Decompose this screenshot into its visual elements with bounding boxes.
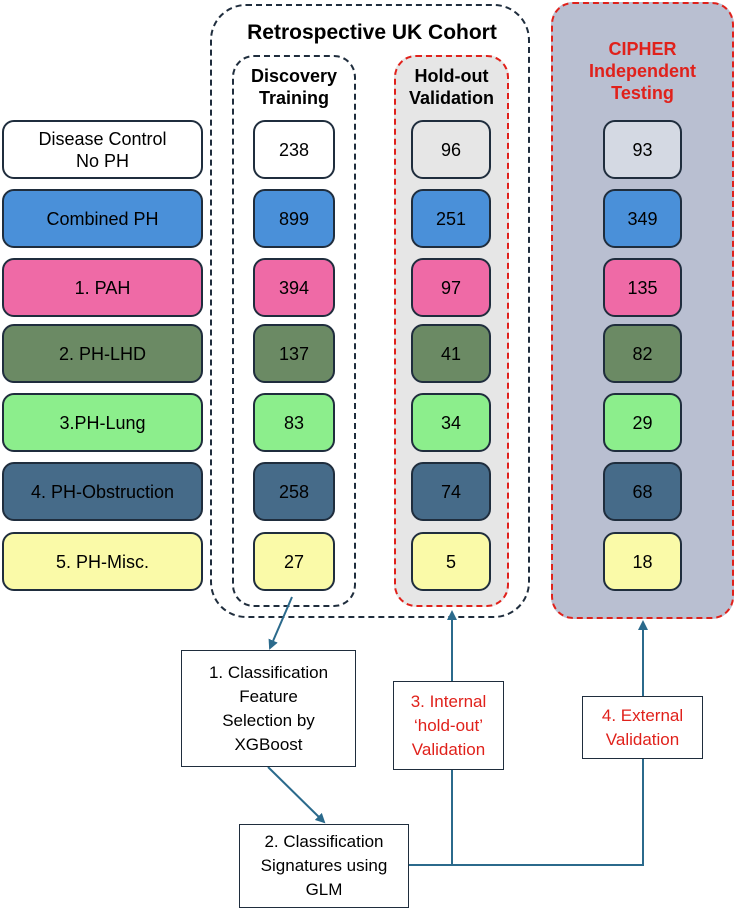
category-label: 2. PH-LHD xyxy=(2,324,203,383)
arrow-step1-to-step2 xyxy=(267,766,326,824)
discovery-count: 258 xyxy=(253,462,335,521)
holdout-count: 5 xyxy=(411,532,491,591)
discovery-count: 137 xyxy=(253,324,335,383)
holdout-count: 41 xyxy=(411,324,491,383)
cipher-count: 29 xyxy=(603,393,682,452)
holdout-count: 74 xyxy=(411,462,491,521)
discovery-count: 83 xyxy=(253,393,335,452)
cipher-count: 82 xyxy=(603,324,682,383)
category-label: Disease Control No PH xyxy=(2,120,203,179)
cipher-title: CIPHER Independent Testing xyxy=(589,39,696,103)
step-feature-selection: 1. Classification Feature Selection by X… xyxy=(181,650,356,767)
holdout-title: Hold-out Validation xyxy=(408,66,495,108)
holdout-count: 34 xyxy=(411,393,491,452)
holdout-count: 96 xyxy=(411,120,491,179)
holdout-count: 97 xyxy=(411,258,491,317)
category-label: Combined PH xyxy=(2,189,203,248)
cohort-frame xyxy=(210,4,530,618)
cipher-count: 135 xyxy=(603,258,682,317)
step-internal-validation: 3. Internal ‘hold-out’ Validation xyxy=(393,681,504,770)
category-label: 1. PAH xyxy=(2,258,203,317)
discovery-count: 394 xyxy=(253,258,335,317)
cipher-count: 68 xyxy=(603,462,682,521)
cipher-count: 349 xyxy=(603,189,682,248)
discovery-count: 27 xyxy=(253,532,335,591)
discovery-frame xyxy=(232,55,356,607)
step-classification-signatures: 2. Classification Signatures using GLM xyxy=(239,824,409,908)
discovery-count: 899 xyxy=(253,189,335,248)
category-label: 4. PH-Obstruction xyxy=(2,462,203,521)
discovery-title: Discovery Training xyxy=(250,66,338,108)
cohort-title: Retrospective UK Cohort xyxy=(247,21,497,44)
cipher-count: 93 xyxy=(603,120,682,179)
holdout-count: 251 xyxy=(411,189,491,248)
category-label: 5. PH-Misc. xyxy=(2,532,203,591)
cipher-count: 18 xyxy=(603,532,682,591)
step-external-validation: 4. External Validation xyxy=(582,696,703,759)
category-label: 3.PH-Lung xyxy=(2,393,203,452)
arrow-training-to-step1 xyxy=(268,596,293,650)
discovery-count: 238 xyxy=(253,120,335,179)
